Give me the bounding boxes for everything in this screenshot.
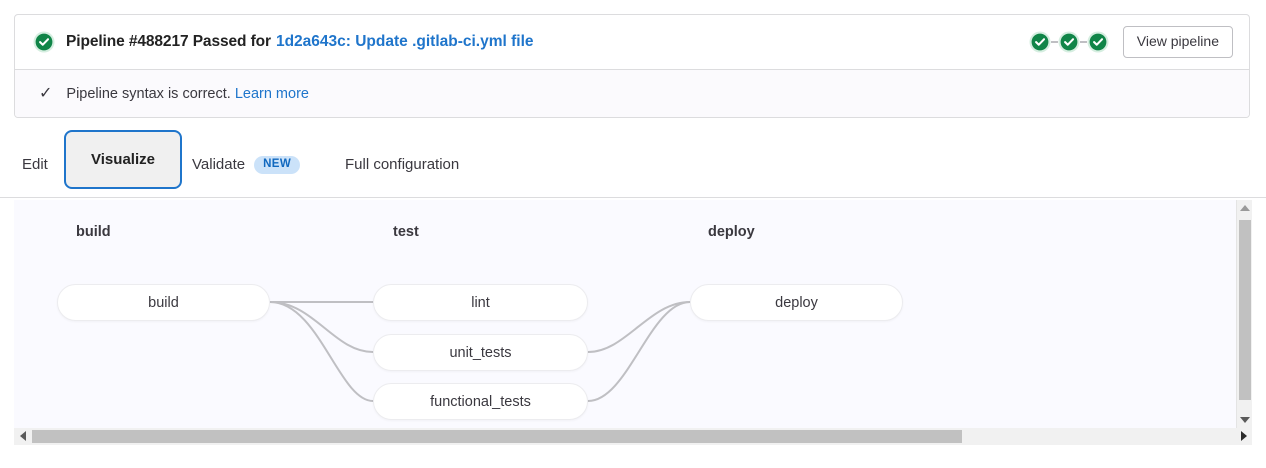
arrow-left-icon [19, 431, 26, 441]
pipeline-syntax-row: ✓ Pipeline syntax is correct. Learn more [15, 69, 1249, 117]
mini-stage-passed-icon-2[interactable] [1058, 31, 1080, 53]
tab-edit-label: Edit [22, 156, 48, 173]
vertical-scrollbar-thumb[interactable] [1239, 220, 1251, 400]
arrow-right-icon [1240, 431, 1247, 441]
tab-visualize-label: Visualize [91, 151, 155, 168]
vertical-scrollbar[interactable] [1236, 200, 1252, 428]
commit-link[interactable]: 1d2a643c: Update .gitlab-ci.yml file [275, 33, 534, 50]
tab-visualize[interactable]: Visualize [64, 130, 182, 189]
arrow-down-icon [1239, 417, 1250, 423]
mini-stage-passed-icon-1[interactable] [1029, 31, 1051, 53]
stage-title-build: build [76, 224, 111, 240]
stage-title-deploy: deploy [708, 224, 755, 240]
arrow-up-icon [1239, 205, 1250, 211]
tab-edit[interactable]: Edit [22, 156, 48, 173]
stage-title-test: test [393, 224, 419, 240]
header-right-group: View pipeline [1029, 25, 1233, 59]
mini-pipeline-stages [1029, 31, 1109, 53]
tab-validate-label: Validate [192, 156, 246, 174]
check-icon: ✓ [39, 84, 53, 102]
job-pill-unit-tests[interactable]: unit_tests [373, 334, 588, 371]
job-pill-lint[interactable]: lint [373, 284, 588, 321]
horizontal-scrollbar[interactable] [14, 428, 1252, 445]
pipeline-status-card: Pipeline #488217 Passed for 1d2a643c: Up… [14, 14, 1250, 118]
mini-stage-passed-icon-3[interactable] [1087, 31, 1109, 53]
learn-more-link[interactable]: Learn more [234, 85, 309, 102]
new-badge: NEW [254, 156, 301, 174]
scroll-down-button[interactable] [1237, 412, 1252, 428]
pipeline-status-header: Pipeline #488217 Passed for 1d2a643c: Up… [15, 15, 1249, 69]
pipeline-graph-area: build test deploy build lint unit_tests … [14, 200, 1252, 428]
horizontal-scrollbar-thumb[interactable] [32, 430, 962, 443]
job-pill-functional-tests[interactable]: functional_tests [373, 383, 588, 420]
scroll-up-button[interactable] [1237, 200, 1252, 216]
syntax-status-text: Pipeline syntax is correct. [66, 85, 231, 102]
scroll-right-button[interactable] [1235, 428, 1252, 444]
scroll-left-button[interactable] [14, 428, 31, 444]
tab-full-configuration-label: Full configuration [345, 156, 460, 173]
tab-validate[interactable]: Validate NEW [192, 156, 301, 174]
job-pill-build[interactable]: build [57, 284, 270, 321]
mini-stage-connector-1 [1050, 41, 1058, 43]
view-pipeline-button[interactable]: View pipeline [1122, 25, 1233, 59]
job-pill-deploy[interactable]: deploy [690, 284, 903, 321]
check-circle-success-icon [33, 31, 55, 53]
pipeline-status-title: Pipeline #488217 Passed for [66, 33, 271, 50]
editor-tab-bar: Edit Validate NEW Full configuration [0, 134, 1266, 198]
tab-full-configuration[interactable]: Full configuration [345, 156, 459, 173]
mini-stage-connector-2 [1079, 41, 1087, 43]
